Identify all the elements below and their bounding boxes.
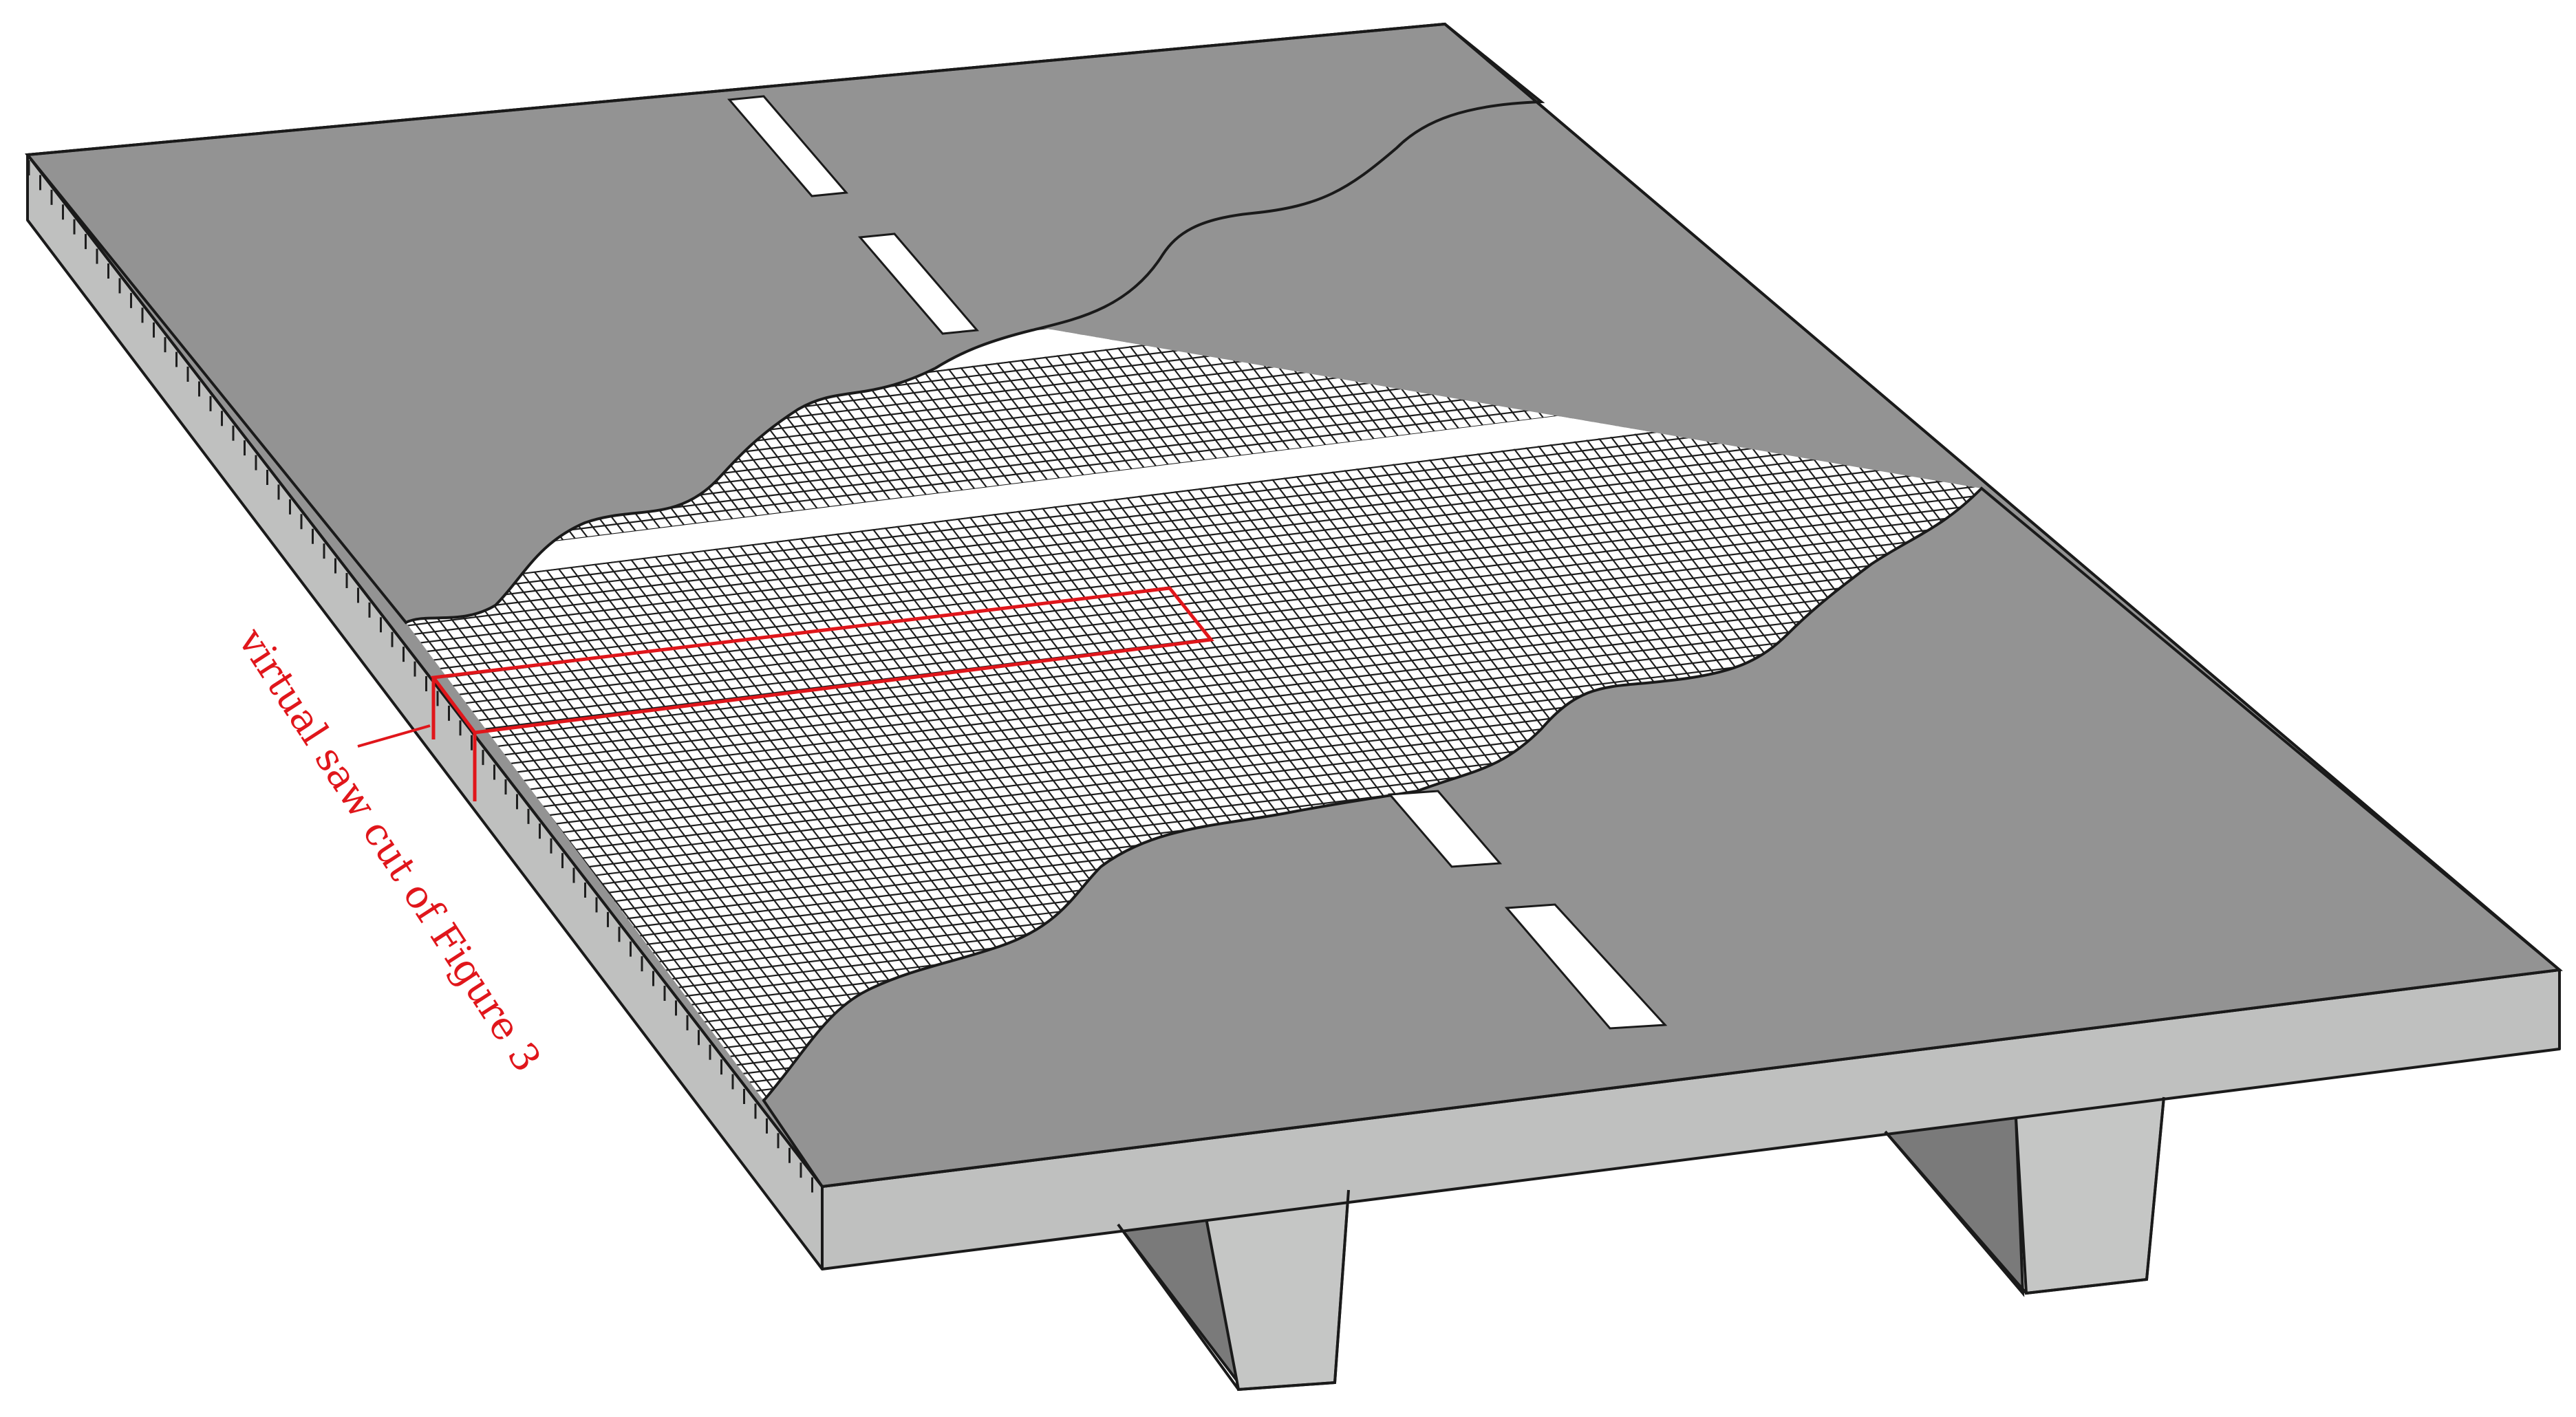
saw-cut-outline — [430, 586, 1214, 735]
lane-marking-4 — [1504, 903, 1668, 1030]
slab-left-edge — [28, 155, 822, 1269]
mesh-background — [28, 102, 1982, 1101]
outlines — [26, 23, 2561, 1391]
lane-marking-3 — [1387, 790, 1503, 868]
lane-markings — [727, 95, 1668, 1030]
asphalt-back-zone — [25, 22, 1545, 625]
asphalt-front-zone — [762, 486, 2563, 1189]
slab-front-edge — [822, 970, 2559, 1269]
callout-leader-line — [357, 724, 431, 748]
lane-marking-2 — [857, 232, 980, 335]
lane-marking-1 — [727, 95, 849, 197]
girder-right-front-face — [2014, 1095, 2166, 1295]
